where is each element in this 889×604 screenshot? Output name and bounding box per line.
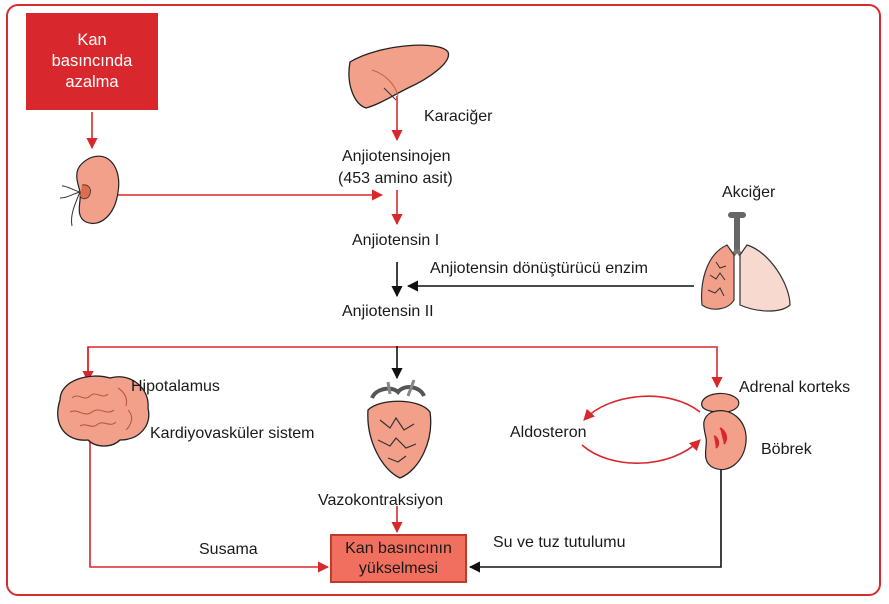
liver-icon <box>349 45 449 108</box>
kidney-icon <box>60 156 119 226</box>
arrow-aldosterone-top <box>584 396 700 420</box>
label-bobrek: Böbrek <box>761 440 812 460</box>
heart-icon <box>368 380 431 478</box>
start-line-1: Kan <box>26 30 158 51</box>
label-kardiyovaskuler: Kardiyovasküler sistem <box>150 424 315 444</box>
label-anjiotensin-2: Anjiotensin II <box>342 302 434 322</box>
blood-pressure-drop-box: Kan basıncında azalma <box>26 13 158 110</box>
label-akciger: Akciğer <box>722 183 775 203</box>
end-line-1: Kan basıncının <box>332 539 465 559</box>
label-adrenal-korteks: Adrenal korteks <box>739 378 850 398</box>
adrenal-kidney-icon <box>702 393 747 469</box>
label-donusturucu-enzim: Anjiotensin dönüştürücü enzim <box>430 259 648 279</box>
start-line-3: azalma <box>26 72 158 93</box>
label-anjiotensinojen: Anjiotensinojen <box>342 147 451 167</box>
blood-pressure-rise-box: Kan basıncının yükselmesi <box>330 534 467 583</box>
label-amino-asit: (453 amino asit) <box>338 169 453 189</box>
label-vazokonstriksiyon: Vazokontraksiyon <box>318 491 443 511</box>
start-line-2: basıncında <box>26 51 158 72</box>
label-su-tuz: Su ve tuz tutulumu <box>493 533 626 553</box>
label-aldosteron: Aldosteron <box>510 423 587 443</box>
label-susama: Susama <box>199 540 258 560</box>
lung-icon <box>702 215 790 311</box>
end-line-2: yükselmesi <box>332 559 465 579</box>
label-anjiotensin-1: Anjiotensin I <box>352 231 439 251</box>
label-karaciger: Karaciğer <box>424 107 492 127</box>
arrow-aldosterone-bottom <box>582 440 700 463</box>
label-hipotalamus: Hipotalamus <box>131 377 220 397</box>
